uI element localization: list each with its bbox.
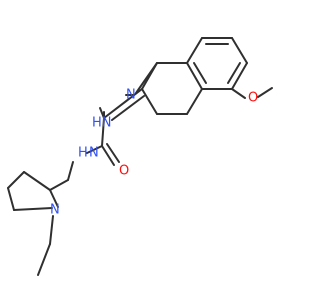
linker-bonds xyxy=(49,161,74,191)
benzene-ring xyxy=(186,37,248,90)
methoxy-group xyxy=(231,87,273,99)
ethyl-group xyxy=(37,215,54,276)
nh-label: HN xyxy=(92,116,112,131)
amide-group xyxy=(86,117,120,166)
pyrrolidine-n-label: N xyxy=(50,203,60,218)
n1-label: N xyxy=(126,88,136,103)
amide-o-label: O xyxy=(119,164,129,179)
molecule-diagram: HN N N H O O N xyxy=(7,37,273,276)
amide-h-label: H xyxy=(78,146,88,161)
pyrrolidine-ring xyxy=(7,171,59,211)
methoxy-o-label: O xyxy=(248,91,258,106)
amide-n-label: N xyxy=(89,146,99,161)
pyrazole-ring xyxy=(99,62,158,121)
